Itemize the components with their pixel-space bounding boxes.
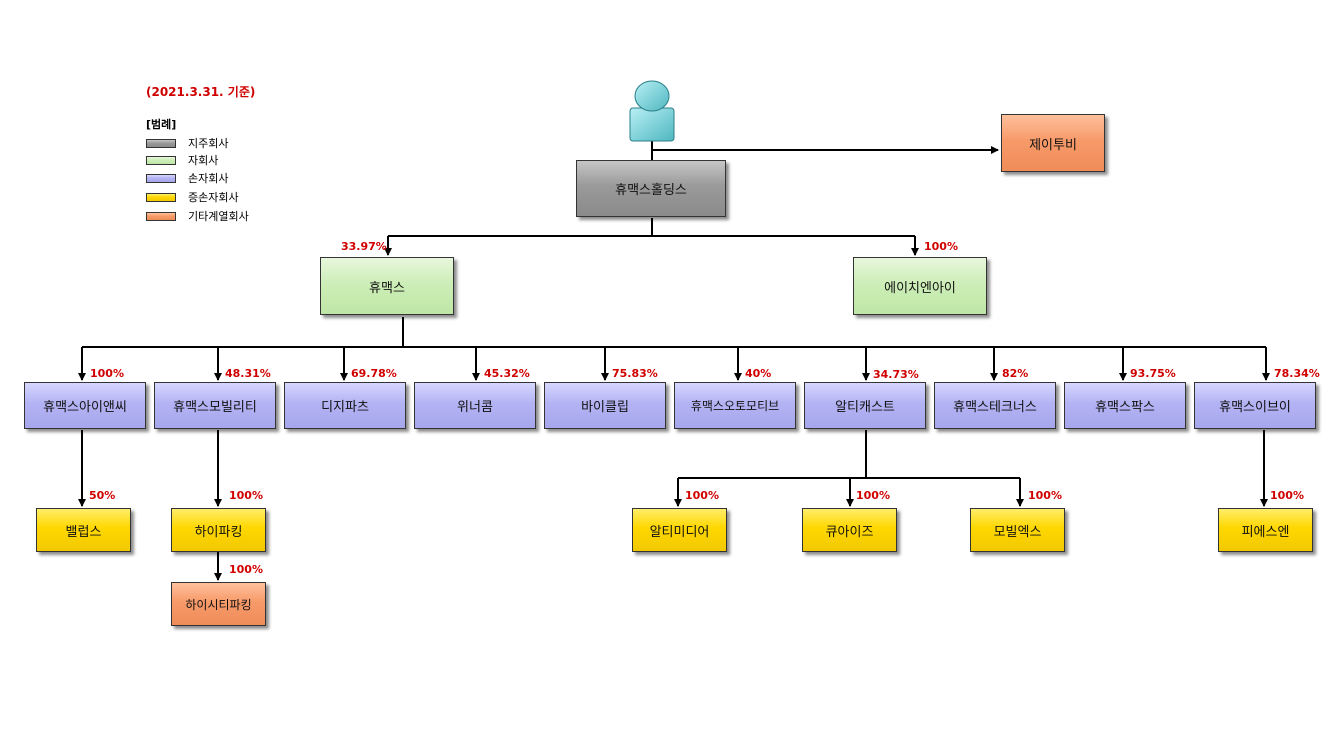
node-humax-ev: 휴맥스이브이 xyxy=(1194,382,1316,429)
legend-label: 기타계열회사 xyxy=(188,210,249,223)
stake-label: 100% xyxy=(924,240,958,253)
person-icon xyxy=(629,80,675,142)
stake-label: 100% xyxy=(90,367,124,380)
legend-swatch-subsidiary xyxy=(146,155,176,165)
stake-label: 93.75% xyxy=(1130,367,1176,380)
legend-swatch-great-grand-subsidiary xyxy=(146,192,176,202)
legend-label: 자회사 xyxy=(188,154,219,167)
stake-label: 69.78% xyxy=(351,367,397,380)
stake-label: 78.34% xyxy=(1274,367,1320,380)
legend-title: [범례] xyxy=(146,118,177,131)
node-pesn: 피에스엔 xyxy=(1218,508,1313,552)
node-jtb: 제이투비 xyxy=(1001,114,1105,172)
stake-label: 48.31% xyxy=(225,367,271,380)
node-digiparts: 디지파츠 xyxy=(284,382,406,429)
stake-label: 40% xyxy=(745,367,772,380)
node-valups: 밸럽스 xyxy=(36,508,131,552)
legend-label: 지주회사 xyxy=(188,137,229,150)
node-humax-parks: 휴맥스팍스 xyxy=(1064,382,1186,429)
node-hiparking: 하이파킹 xyxy=(171,508,266,552)
node-humax: 휴맥스 xyxy=(320,257,454,315)
stake-label: 100% xyxy=(856,489,890,502)
stake-label: 100% xyxy=(1270,489,1304,502)
node-humax-mobility: 휴맥스모빌리티 xyxy=(154,382,276,429)
stake-label: 82% xyxy=(1002,367,1029,380)
node-humax-ic: 휴맥스아이앤씨 xyxy=(24,382,146,429)
as-of-date: (2021.3.31. 기준) xyxy=(146,85,256,99)
legend-label: 증손자회사 xyxy=(188,191,239,204)
legend-label: 손자회사 xyxy=(188,172,229,185)
node-hicity-parking: 하이시티파킹 xyxy=(171,582,266,626)
stake-label: 100% xyxy=(229,489,263,502)
node-humax-automotive: 휴맥스오토모티브 xyxy=(674,382,796,429)
node-humax-technas: 휴맥스테크너스 xyxy=(934,382,1056,429)
stake-label: 45.32% xyxy=(484,367,530,380)
stake-label: 33.97% xyxy=(341,240,387,253)
legend-item-other-affiliate: 기타계열회사 xyxy=(146,209,249,223)
stake-label: 75.83% xyxy=(612,367,658,380)
stake-label: 34.73% xyxy=(873,368,919,381)
stake-label: 100% xyxy=(229,563,263,576)
legend-item-subsidiary: 자회사 xyxy=(146,153,218,167)
node-alti-media: 알티미디어 xyxy=(632,508,727,552)
node-hni: 에이치엔아이 xyxy=(853,257,987,315)
node-cueize: 큐아이즈 xyxy=(802,508,897,552)
node-biclip: 바이클립 xyxy=(544,382,666,429)
node-mobilex: 모빌엑스 xyxy=(970,508,1065,552)
stake-label: 100% xyxy=(1028,489,1062,502)
legend-swatch-holding xyxy=(146,138,176,148)
stake-label: 100% xyxy=(685,489,719,502)
legend-swatch-other-affiliate xyxy=(146,211,176,221)
legend-item-great-grand-subsidiary: 증손자회사 xyxy=(146,190,239,204)
legend-item-holding: 지주회사 xyxy=(146,136,228,150)
legend-item-grand-subsidiary: 손자회사 xyxy=(146,171,228,185)
node-alticast: 알티캐스트 xyxy=(804,382,926,429)
node-humax-holdings: 휴맥스홀딩스 xyxy=(576,160,726,217)
legend-swatch-grand-subsidiary xyxy=(146,173,176,183)
node-winercom: 위너콤 xyxy=(414,382,536,429)
stake-label: 50% xyxy=(89,489,116,502)
